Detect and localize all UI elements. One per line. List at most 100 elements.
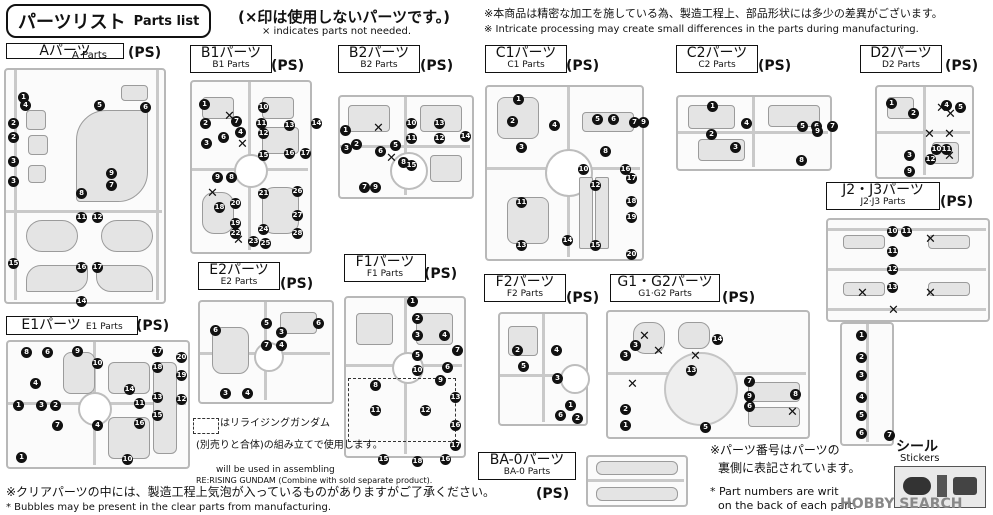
part-number-bubble: 1 <box>620 420 631 431</box>
part-number-bubble: 14 <box>460 131 471 142</box>
part-number-bubble: 5 <box>592 114 603 125</box>
part-number-note-en2: on the back of each part. <box>718 499 857 512</box>
part-number-bubble: 11 <box>516 197 527 208</box>
part-number-bubble: 12 <box>887 264 898 275</box>
not-needed-x-mark: ✕ <box>888 303 899 318</box>
sticker-title-jp: シール <box>896 439 938 455</box>
part-number-note-jp2: 裏側に表記されています。 <box>718 461 861 475</box>
part-number-bubble: 4 <box>242 388 253 399</box>
part-number-bubble: 1 <box>707 101 718 112</box>
part-number-bubble: 2 <box>8 118 19 129</box>
part-number-bubble: 5 <box>797 121 808 132</box>
part-number-bubble: 7 <box>359 182 370 193</box>
part-number-bubble: 1 <box>18 92 29 103</box>
runner-b2-label: B2パーツ B2 Parts <box>338 45 420 73</box>
part-number-bubble: 18 <box>412 456 423 467</box>
runner-ba0-label: BA-0パーツ BA-0 Parts <box>478 452 576 480</box>
part-number-bubble: 16 <box>76 262 87 273</box>
part-number-bubble: 4 <box>92 420 103 431</box>
part-number-bubble: 11 <box>76 212 87 223</box>
not-needed-x-mark: ✕ <box>936 101 947 116</box>
part-number-bubble: 4 <box>551 345 562 356</box>
part-number-bubble: 6 <box>375 146 386 157</box>
part-number-bubble: 3 <box>412 330 423 341</box>
part-number-bubble: 2 <box>8 132 19 143</box>
part-number-bubble: 9 <box>638 117 649 128</box>
part-number-bubble: 8 <box>796 155 807 166</box>
runner-a-ps: (PS) <box>128 45 162 61</box>
part-number-bubble: 2 <box>50 400 61 411</box>
part-number-bubble: 4 <box>741 118 752 129</box>
runner-c2-ps: (PS) <box>758 58 792 74</box>
part-number-bubble: 7 <box>231 116 242 127</box>
part-number-bubble: 13 <box>887 282 898 293</box>
part-number-bubble: 6 <box>42 347 53 358</box>
part-number-bubble: 4 <box>235 127 246 138</box>
part-number-bubble: 3 <box>730 142 741 153</box>
part-number-bubble: 11 <box>256 118 267 129</box>
part-number-bubble: 15 <box>152 410 163 421</box>
part-number-bubble: 16 <box>450 420 461 431</box>
part-number-bubble: 3 <box>8 156 19 167</box>
runner-c1-frame <box>485 85 644 261</box>
part-number-bubble: 4 <box>276 340 287 351</box>
part-number-bubble: 3 <box>904 150 915 161</box>
part-number-bubble: 1 <box>199 99 210 110</box>
not-needed-x-mark: ✕ <box>373 121 384 136</box>
part-number-bubble: 13 <box>686 365 697 376</box>
part-number-bubble: 6 <box>140 102 151 113</box>
not-needed-x-mark: ✕ <box>944 149 955 164</box>
part-number-bubble: 7 <box>744 376 755 387</box>
part-number-bubble: 2 <box>856 352 867 363</box>
part-number-bubble: 3 <box>552 373 563 384</box>
part-number-bubble: 7 <box>629 117 640 128</box>
part-number-bubble: 8 <box>790 389 801 400</box>
part-number-bubble: 19 <box>230 218 241 229</box>
part-number-bubble: 10 <box>92 358 103 369</box>
runner-j23-label: J2・J3パーツ J2·J3 Parts <box>826 182 940 210</box>
part-number-bubble: 24 <box>258 224 269 235</box>
parts-list-title: パーツリスト Parts list <box>6 4 212 38</box>
part-number-bubble: 23 <box>248 236 259 247</box>
runner-e1-ps: (PS) <box>136 318 170 334</box>
part-number-bubble: 25 <box>260 238 271 249</box>
part-number-bubble: 5 <box>955 102 966 113</box>
part-number-note-en1: * Part numbers are writ <box>710 485 839 498</box>
part-number-bubble: 3 <box>856 370 867 381</box>
runner-d2-label: D2パーツ D2 Parts <box>860 45 942 73</box>
part-number-bubble: 9 <box>106 168 117 179</box>
part-number-bubble: 12 <box>434 133 445 144</box>
clear-parts-note-en: * Bubbles may be present in the clear pa… <box>6 502 332 513</box>
part-number-bubble: 17 <box>92 262 103 273</box>
part-number-bubble: 4 <box>856 392 867 403</box>
part-number-bubble: 1 <box>13 400 24 411</box>
runner-e1-label: E1パーツ E1 Parts <box>6 316 138 335</box>
runner-c2-label: C2パーツ C2 Parts <box>676 45 758 73</box>
part-number-bubble: 9 <box>72 346 83 357</box>
part-number-bubble: 6 <box>608 114 619 125</box>
part-number-bubble: 9 <box>370 182 381 193</box>
part-number-bubble: 4 <box>439 330 450 341</box>
part-number-bubble: 9 <box>904 166 915 177</box>
rising-legend-jp2: (別売りと合体)の組み立てで使用します。 <box>196 440 383 451</box>
runner-b1-ps: (PS) <box>271 58 305 74</box>
runner-f2-ps: (PS) <box>566 290 600 306</box>
part-number-bubble: 1 <box>886 98 897 109</box>
sticker-sheet <box>894 466 986 508</box>
part-number-bubble: 3 <box>36 400 47 411</box>
runner-f1-ps: (PS) <box>424 266 458 282</box>
runner-ba0-frame <box>586 455 688 507</box>
rising-gundam-dashed-area <box>348 378 456 442</box>
part-number-bubble: 14 <box>76 296 87 307</box>
part-number-bubble: 4 <box>30 378 41 389</box>
part-number-bubble: 2 <box>908 108 919 119</box>
part-number-bubble: 3 <box>620 350 631 361</box>
part-number-bubble: 5 <box>412 350 423 361</box>
part-number-bubble: 10 <box>887 226 898 237</box>
part-number-bubble: 4 <box>549 120 560 131</box>
part-number-bubble: 8 <box>398 157 409 168</box>
part-number-bubble: 10 <box>578 164 589 175</box>
not-needed-x-mark: ✕ <box>944 127 955 142</box>
part-number-bubble: 9 <box>744 391 755 402</box>
unused-note-jp: (×印は使用しないパーツです。) <box>238 8 450 26</box>
